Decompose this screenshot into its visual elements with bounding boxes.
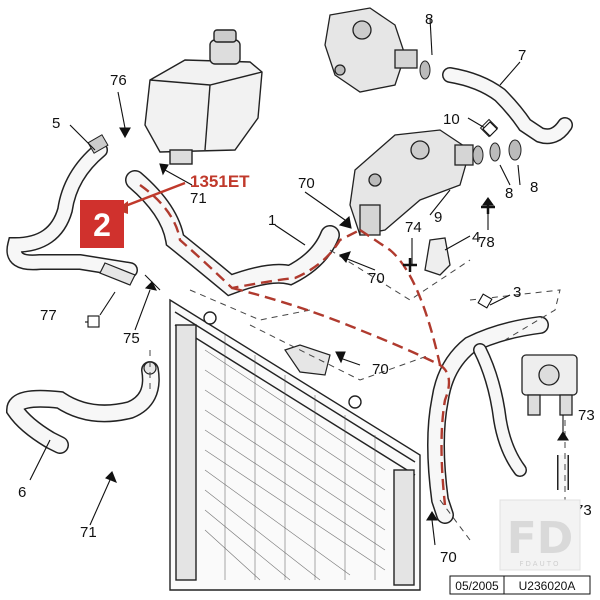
callout-9: 9 <box>434 209 442 226</box>
footer: 05/2005 U236020A <box>449 575 591 595</box>
clamps <box>419 60 522 165</box>
red-annotation: 1351ET 2 <box>80 172 250 248</box>
hose-6 <box>5 361 160 454</box>
callout-71-top: 71 <box>190 190 207 207</box>
expansion-tank <box>144 29 263 165</box>
dashed-guides <box>149 249 566 541</box>
cross-markers <box>403 200 495 272</box>
hose-7 <box>442 67 573 145</box>
callout-8-mid: 8 <box>505 185 513 202</box>
bracket-4 <box>424 237 451 276</box>
callout-77: 77 <box>40 307 57 324</box>
callout-73-top: 73 <box>578 407 595 424</box>
callout-76: 76 <box>110 72 127 89</box>
watermark-mark: FD <box>507 513 574 564</box>
footer-date: 05/2005 <box>455 579 499 593</box>
callout-8-right: 8 <box>530 179 538 196</box>
callout-8-top: 8 <box>425 11 433 28</box>
callout-3: 3 <box>513 284 521 301</box>
badge-box <box>80 200 124 248</box>
callout-1: 1 <box>268 212 276 229</box>
radiator-fittings <box>99 262 331 376</box>
callout-5: 5 <box>52 115 60 132</box>
badge-number: 2 <box>93 207 111 243</box>
callout-70-bottom: 70 <box>440 549 457 566</box>
water-outlet-housing <box>349 129 474 236</box>
callout-70-mid: 70 <box>368 270 385 287</box>
symbols <box>87 121 498 328</box>
callout-75: 75 <box>123 330 140 347</box>
callout-71-bottom: 71 <box>80 524 97 541</box>
footer-ref: U236020A <box>519 579 576 593</box>
hose-1 <box>125 170 340 297</box>
callout-4: 4 <box>472 229 480 246</box>
watermark: FD FDAUTO <box>499 499 581 571</box>
callout-7: 7 <box>518 47 526 64</box>
oil-cooler <box>521 354 578 490</box>
radiator <box>169 298 421 591</box>
hose-3 <box>427 316 549 524</box>
callout-numbers: 76 5 71 70 1 70 8 7 10 8 8 9 74 4 78 3 7… <box>18 11 595 566</box>
watermark-text: FDAUTO <box>520 560 561 568</box>
thermostat-housing <box>324 7 418 93</box>
callout-70-low: 70 <box>372 361 389 378</box>
callout-74: 74 <box>405 219 422 236</box>
red-route <box>139 184 451 506</box>
callout-70-top: 70 <box>298 175 315 192</box>
callout-10: 10 <box>443 111 460 128</box>
callout-78: 78 <box>478 234 495 251</box>
leader-lines <box>29 17 569 546</box>
callout-6: 6 <box>18 484 26 501</box>
part-code-label: 1351ET <box>190 172 250 191</box>
